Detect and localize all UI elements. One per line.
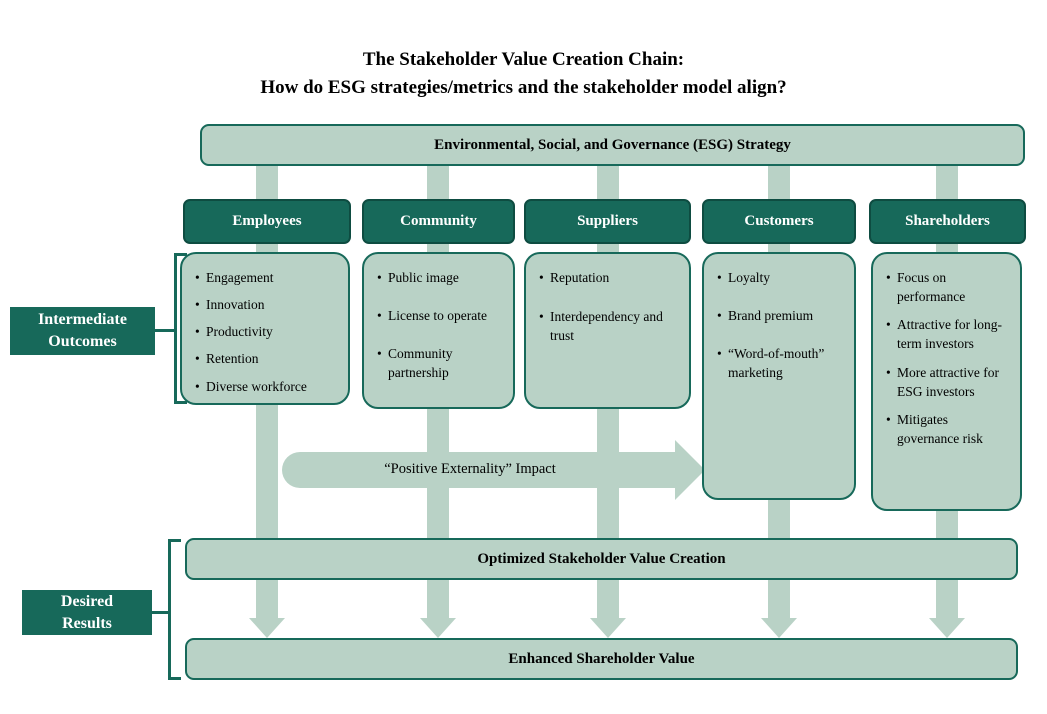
down-arrow-stem bbox=[936, 580, 958, 620]
outcome-item: Productivity bbox=[195, 322, 340, 341]
desired-results-label: Desired Results bbox=[22, 590, 152, 635]
down-arrowhead-icon bbox=[590, 618, 626, 638]
outcome-item: “Word-of-mouth” marketing bbox=[717, 344, 846, 382]
column-header-employees: Employees bbox=[183, 199, 351, 244]
column-header-community: Community bbox=[362, 199, 515, 244]
outcomes-list-shareholders: Focus on performance Attractive for long… bbox=[886, 268, 1012, 448]
outcome-item: Focus on performance bbox=[886, 268, 1012, 306]
down-arrowhead-icon bbox=[249, 618, 285, 638]
externality-arrow-band bbox=[282, 452, 675, 488]
outcomes-list-community: Public image License to operate Communit… bbox=[377, 268, 505, 383]
outcome-item: Retention bbox=[195, 349, 340, 368]
enhanced-shareholder-value-box: Enhanced Shareholder Value bbox=[185, 638, 1018, 680]
esg-strategy-box: Environmental, Social, and Governance (E… bbox=[200, 124, 1025, 166]
outcomes-box-community: Public image License to operate Communit… bbox=[362, 252, 515, 409]
outcomes-box-employees: Engagement Innovation Productivity Reten… bbox=[180, 252, 350, 405]
outcome-item: Reputation bbox=[539, 268, 681, 287]
down-arrowhead-icon bbox=[420, 618, 456, 638]
outcome-item: Diverse workforce bbox=[195, 377, 340, 396]
intermediate-outcomes-bracket bbox=[174, 253, 187, 404]
intermediate-outcomes-label-text: Intermediate Outcomes bbox=[38, 311, 127, 350]
diagram-title: The Stakeholder Value Creation Chain: Ho… bbox=[0, 46, 1047, 102]
outcomes-box-customers: Loyalty Brand premium “Word-of-mouth” ma… bbox=[702, 252, 856, 500]
down-arrow-stem bbox=[597, 580, 619, 620]
externality-label: “Positive Externality” Impact bbox=[384, 461, 556, 477]
outcome-item: Interdependency and trust bbox=[539, 307, 681, 345]
desired-results-label-text: Desired Results bbox=[60, 592, 114, 632]
down-arrow-stem bbox=[256, 580, 278, 620]
outcome-item: More attractive for ESG investors bbox=[886, 363, 1012, 401]
outcome-item: License to operate bbox=[377, 306, 505, 325]
outcomes-list-employees: Engagement Innovation Productivity Reten… bbox=[195, 268, 340, 396]
down-arrowhead-icon bbox=[761, 618, 797, 638]
title-line-2: How do ESG strategies/metrics and the st… bbox=[260, 77, 787, 98]
outcome-item: Community partnership bbox=[377, 344, 505, 382]
desired-results-bracket bbox=[168, 539, 181, 680]
outcome-item: Mitigates governance risk bbox=[886, 410, 1012, 448]
column-header-customers: Customers bbox=[702, 199, 856, 244]
outcomes-box-shareholders: Focus on performance Attractive for long… bbox=[871, 252, 1022, 511]
column-header-suppliers: Suppliers bbox=[524, 199, 691, 244]
optimized-stakeholder-value-box: Optimized Stakeholder Value Creation bbox=[185, 538, 1018, 580]
outcomes-list-customers: Loyalty Brand premium “Word-of-mouth” ma… bbox=[717, 268, 846, 383]
outcome-item: Innovation bbox=[195, 295, 340, 314]
down-arrow-stem bbox=[768, 580, 790, 620]
intermediate-outcomes-connector-line bbox=[154, 329, 176, 332]
desired-results-connector-line bbox=[151, 611, 170, 614]
down-arrowhead-icon bbox=[929, 618, 965, 638]
outcomes-list-suppliers: Reputation Interdependency and trust bbox=[539, 268, 681, 345]
outcome-item: Public image bbox=[377, 268, 505, 287]
outcome-item: Brand premium bbox=[717, 306, 846, 325]
outcome-item: Attractive for long-term investors bbox=[886, 315, 1012, 353]
down-arrow-stem bbox=[427, 580, 449, 620]
externality-arrowhead-icon bbox=[675, 440, 705, 500]
column-header-shareholders: Shareholders bbox=[869, 199, 1026, 244]
outcome-item: Loyalty bbox=[717, 268, 846, 287]
title-line-1: The Stakeholder Value Creation Chain: bbox=[362, 49, 685, 70]
outcomes-box-suppliers: Reputation Interdependency and trust bbox=[524, 252, 691, 409]
intermediate-outcomes-label: Intermediate Outcomes bbox=[10, 307, 155, 355]
outcome-item: Engagement bbox=[195, 268, 340, 287]
